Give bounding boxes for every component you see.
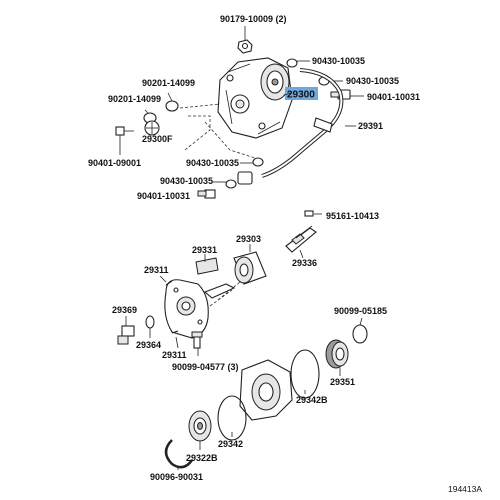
bolt-icon xyxy=(191,331,203,349)
washer-icon xyxy=(286,58,298,68)
diagram-id: 194413A xyxy=(448,484,482,494)
part-label-29311[interactable]: 29311 xyxy=(144,265,169,275)
o-ring-icon xyxy=(217,395,247,441)
part-label-90430-10035[interactable]: 90430-10035 xyxy=(312,56,365,66)
part-label-29322b[interactable]: 29322B xyxy=(186,453,218,463)
nut-icon xyxy=(237,39,253,54)
part-label-90430-10035[interactable]: 90430-10035 xyxy=(346,76,399,86)
bolt-icon xyxy=(115,126,134,136)
part-label-29391[interactable]: 29391 xyxy=(358,121,383,131)
bearing-icon xyxy=(188,410,212,442)
part-label-29300f[interactable]: 29300F xyxy=(142,134,173,144)
part-label-90099-04577[interactable]: 90099-04577 (3) xyxy=(172,362,239,372)
part-label-29364[interactable]: 29364 xyxy=(136,340,161,350)
drive-gear-icon xyxy=(325,339,349,369)
highlight-box xyxy=(285,87,318,100)
check-valve-icon xyxy=(117,325,135,345)
pin-icon xyxy=(171,330,179,334)
part-label-90201-14099[interactable]: 90201-14099 xyxy=(108,94,161,104)
union-bolt-icon xyxy=(197,189,216,199)
part-label-90401-09001[interactable]: 90401-09001 xyxy=(88,158,141,168)
key-icon xyxy=(304,210,314,217)
coupling-icon xyxy=(144,120,160,136)
part-label-29351[interactable]: 29351 xyxy=(330,377,355,387)
part-label-90099-05185[interactable]: 90099-05185 xyxy=(334,306,387,316)
part-label-90096-90031[interactable]: 90096-90031 xyxy=(150,472,203,482)
part-label-29336[interactable]: 29336 xyxy=(292,258,317,268)
o-ring-icon xyxy=(145,315,155,329)
part-label-90401-10031[interactable]: 90401-10031 xyxy=(137,191,190,201)
part-label-29303[interactable]: 29303 xyxy=(236,234,261,244)
pump-housing-icon xyxy=(164,279,209,339)
banjo-fitting-icon xyxy=(237,171,253,185)
part-label-90430-10035[interactable]: 90430-10035 xyxy=(186,158,239,168)
o-ring-icon xyxy=(165,100,179,112)
o-ring-icon xyxy=(352,324,368,344)
rotor-icon xyxy=(233,251,267,285)
part-label-90179-10009[interactable]: 90179-10009 (2) xyxy=(220,14,287,24)
gear-housing-icon xyxy=(239,359,293,421)
part-label-90201-14099[interactable]: 90201-14099 xyxy=(142,78,195,88)
vacuum-pump-icon xyxy=(217,57,293,139)
snap-ring-icon xyxy=(164,439,194,469)
part-label-29342[interactable]: 29342 xyxy=(218,439,243,449)
part-label-95161-10413[interactable]: 95161-10413 xyxy=(326,211,379,221)
washer-icon xyxy=(252,157,264,167)
oil-pipe-icon xyxy=(261,68,344,178)
part-label-29300[interactable]: 29300 xyxy=(287,90,315,101)
pin-icon xyxy=(165,280,173,286)
part-label-29342b[interactable]: 29342B xyxy=(296,395,328,405)
part-label-90401-10031[interactable]: 90401-10031 xyxy=(367,92,420,102)
drive-shaft-icon xyxy=(285,225,317,253)
part-label-90430-10035[interactable]: 90430-10035 xyxy=(160,176,213,186)
part-label-29311[interactable]: 29311 xyxy=(162,350,187,360)
part-label-29331[interactable]: 29331 xyxy=(192,245,217,255)
large-o-ring-icon xyxy=(290,349,320,399)
vane-icon xyxy=(195,257,236,299)
washer-icon xyxy=(225,179,237,189)
part-label-29369[interactable]: 29369 xyxy=(112,305,137,315)
